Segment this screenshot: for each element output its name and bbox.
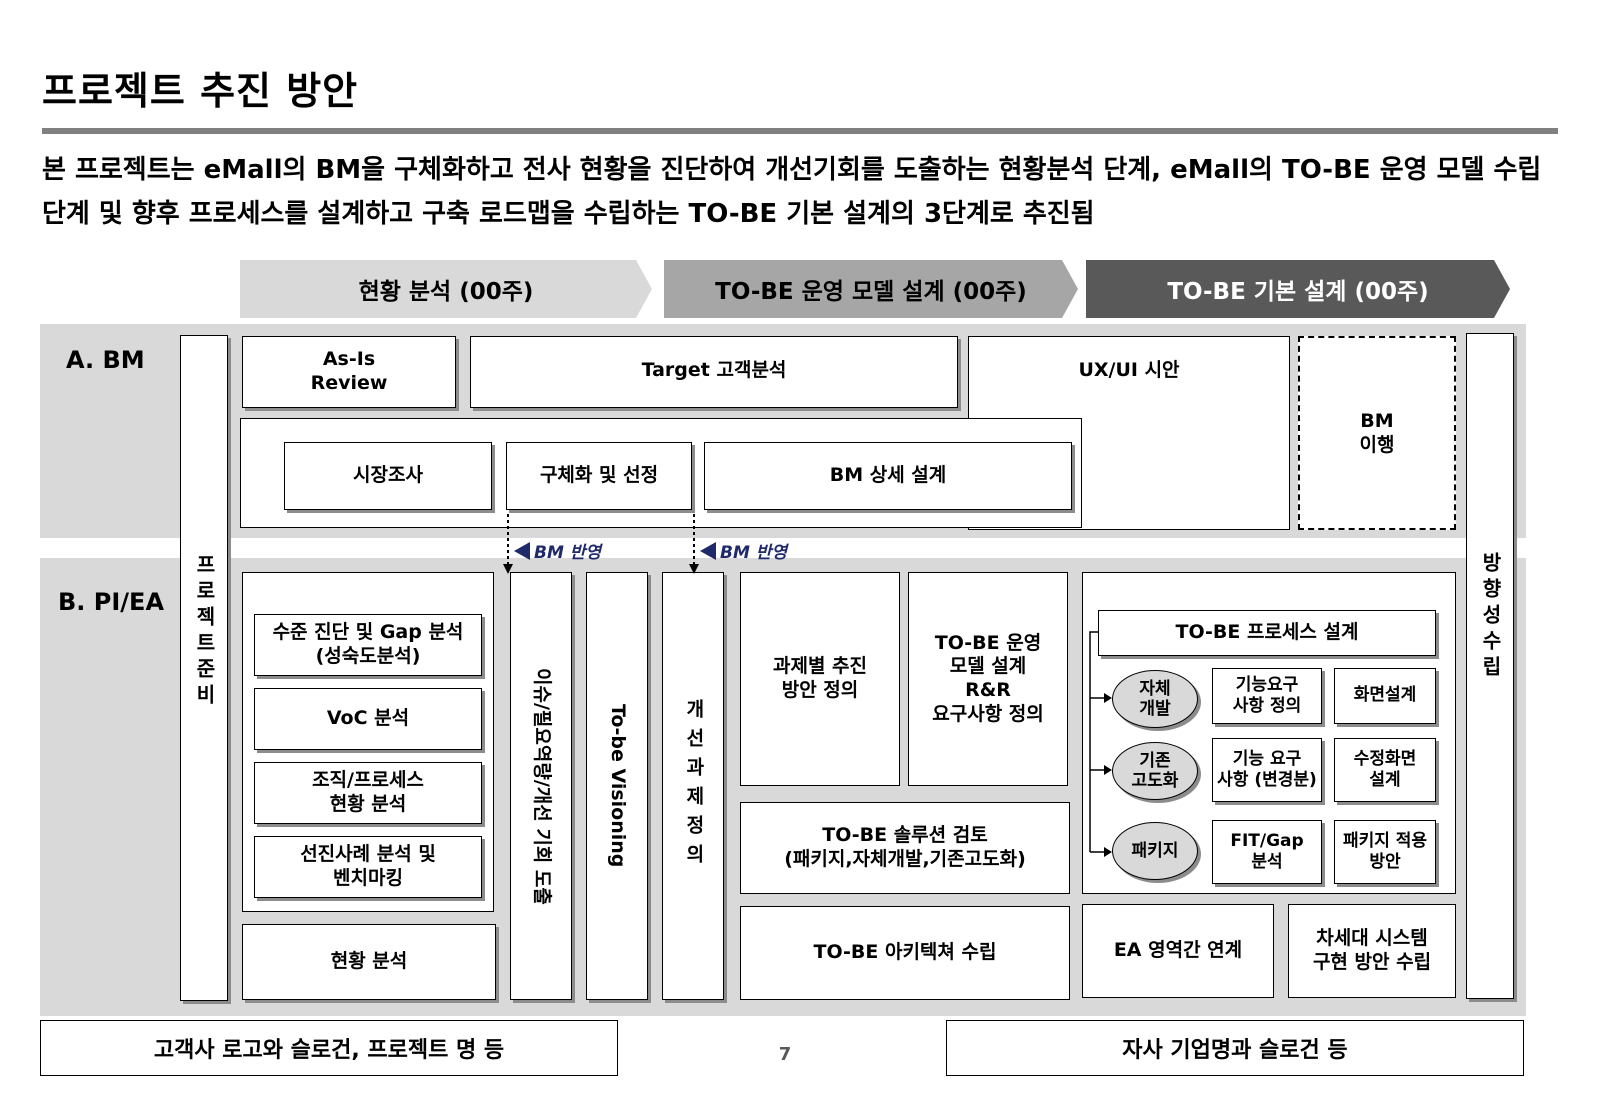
improvement-task-label: 개선과제정의	[682, 699, 705, 873]
voc-analysis-box: VoC 분석	[254, 688, 482, 750]
target-customer-analysis-box: Target 고객분석	[470, 336, 958, 408]
tobe-visioning-box: To-be Visioning	[586, 572, 648, 1000]
architecture-box: TO-BE 아키텍쳐 수립	[740, 906, 1070, 1000]
asis-review-box: As-Is Review	[242, 336, 456, 408]
row-label-pi-ea: B. PI/EA	[58, 588, 165, 616]
company-name-slogan: 자사 기업명과 슬로건 등	[946, 1020, 1524, 1076]
solution-review-box: TO-BE 솔루션 검토 (패키지,자체개발,기존고도화)	[740, 802, 1070, 894]
bm-reflect-label: BM 반영	[534, 543, 602, 563]
project-preparation-box: 프로젝트준비	[180, 335, 228, 1001]
phase-arrow-tobe-basic-design: TO-BE 기본 설계 (00주)	[1086, 260, 1510, 318]
summary-text: 본 프로젝트는 eMall의 BM을 구체화하고 전사 현황을 진단하여 개선기…	[42, 155, 1542, 229]
page-title: 프로젝트 추진 방안	[42, 69, 359, 113]
current-analysis-box: 현황 분석	[242, 924, 496, 1000]
screen-design-box: 화면설계	[1334, 668, 1436, 724]
bm-migration-box: BM 이행	[1298, 336, 1456, 530]
task-plan-box: 과제별 추진 방안 정의	[740, 572, 900, 786]
process-design-box: TO-BE 프로세스 설계	[1098, 610, 1436, 656]
title-divider	[42, 128, 1558, 134]
left-arrow-icon	[514, 541, 530, 560]
bm-reflect-label: BM 반영	[720, 543, 788, 563]
concretize-select-box: 구체화 및 선정	[506, 442, 692, 510]
next-gen-system-box: 차세대 시스템 구현 방안 수립	[1288, 904, 1456, 998]
func-requirement-box: 기능요구 사항 정의	[1212, 668, 1322, 724]
phase-arrow-current-analysis: 현황 분석 (00주)	[240, 260, 652, 318]
tobe-visioning-label: To-be Visioning	[606, 704, 629, 868]
phase-label: TO-BE 기본 설계 (00주)	[1167, 279, 1429, 305]
issue-capability-label: 이슈/필요역량/개선 기회 도출	[530, 667, 553, 905]
benchmarking-box: 선진사례 분석 및 벤치마킹	[254, 836, 482, 898]
client-logo-slogan: 고객사 로고와 슬로건, 프로젝트 명 등	[40, 1020, 618, 1076]
ea-link-box: EA 영역간 연계	[1082, 904, 1274, 998]
page-number: 7	[778, 1044, 792, 1065]
left-arrow-icon	[700, 541, 716, 560]
direction-setting-label: 방향성수립	[1478, 552, 1503, 682]
level-gap-analysis-box: 수준 진단 및 Gap 분석 (성숙도분석)	[254, 614, 482, 676]
modified-screen-design-box: 수정화면 설계	[1334, 738, 1436, 802]
improvement-task-box: 개선과제정의	[662, 572, 724, 1000]
org-process-analysis-box: 조직/프로세스 현황 분석	[254, 762, 482, 824]
fit-gap-analysis-box: FIT/Gap 분석	[1212, 820, 1322, 884]
bm-reflect-indicator-2: BM 반영	[700, 538, 787, 563]
operating-model-box: TO-BE 운영 모델 설계 R&R 요구사항 정의	[908, 572, 1068, 786]
func-requirement-change-box: 기능 요구 사항 (변경분)	[1212, 738, 1322, 802]
project-preparation-label: 프로젝트준비	[192, 554, 217, 710]
bm-reflect-indicator-1: BM 반영	[514, 538, 601, 563]
row-label-bm: A. BM	[66, 346, 145, 374]
package-oval: 패키지	[1112, 822, 1198, 880]
phase-label: 현황 분석 (00주)	[358, 279, 534, 305]
self-development-oval: 자체 개발	[1112, 670, 1198, 728]
direction-setting-box: 방향성수립	[1466, 333, 1514, 999]
bm-detail-design-box: BM 상세 설계	[704, 442, 1072, 510]
issue-capability-box: 이슈/필요역량/개선 기회 도출	[510, 572, 572, 1000]
package-apply-box: 패키지 적용 방안	[1334, 820, 1436, 884]
phase-arrow-tobe-operating-model: TO-BE 운영 모델 설계 (00주)	[664, 260, 1078, 318]
phase-label: TO-BE 운영 모델 설계 (00주)	[715, 279, 1027, 305]
market-research-box: 시장조사	[284, 442, 492, 510]
existing-upgrade-oval: 기존 고도화	[1112, 742, 1198, 800]
